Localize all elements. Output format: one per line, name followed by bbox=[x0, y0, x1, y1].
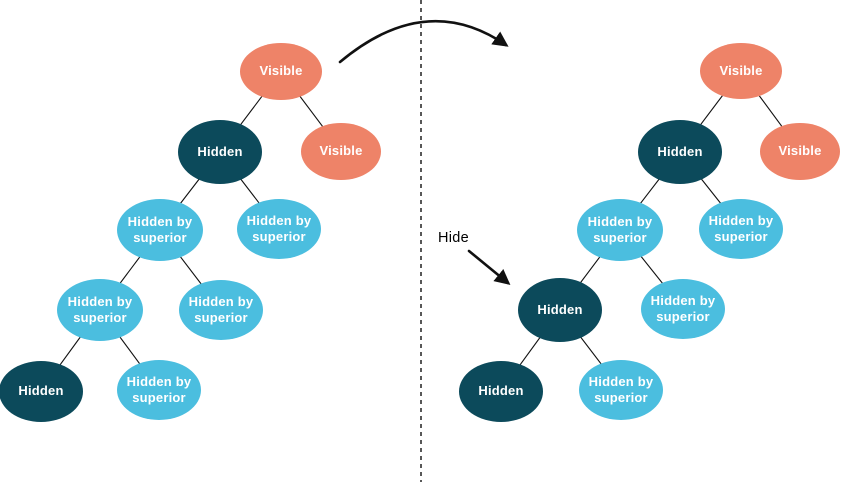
tree-edge bbox=[40, 309, 101, 392]
hide-arrow-icon bbox=[467, 249, 511, 285]
tree-edge bbox=[619, 151, 681, 231]
tree-edge bbox=[679, 151, 742, 230]
tree-edge bbox=[280, 70, 342, 152]
tree-edge bbox=[219, 151, 280, 230]
curved-arrow-right-icon bbox=[338, 19, 509, 64]
hide-annotation-label: Hide bbox=[438, 230, 470, 246]
tree-edge bbox=[679, 70, 742, 153]
tree-edge bbox=[219, 70, 282, 153]
tree-edge bbox=[740, 70, 801, 152]
tree-edge bbox=[99, 229, 161, 311]
tree-edge bbox=[159, 151, 221, 231]
tree-edge bbox=[559, 309, 622, 391]
tree-edges bbox=[40, 70, 801, 392]
tree-edge bbox=[99, 309, 160, 391]
tree-edge bbox=[619, 229, 684, 310]
tree-edge bbox=[559, 229, 621, 311]
tree-edge bbox=[500, 309, 561, 392]
tree-edge bbox=[159, 229, 222, 311]
